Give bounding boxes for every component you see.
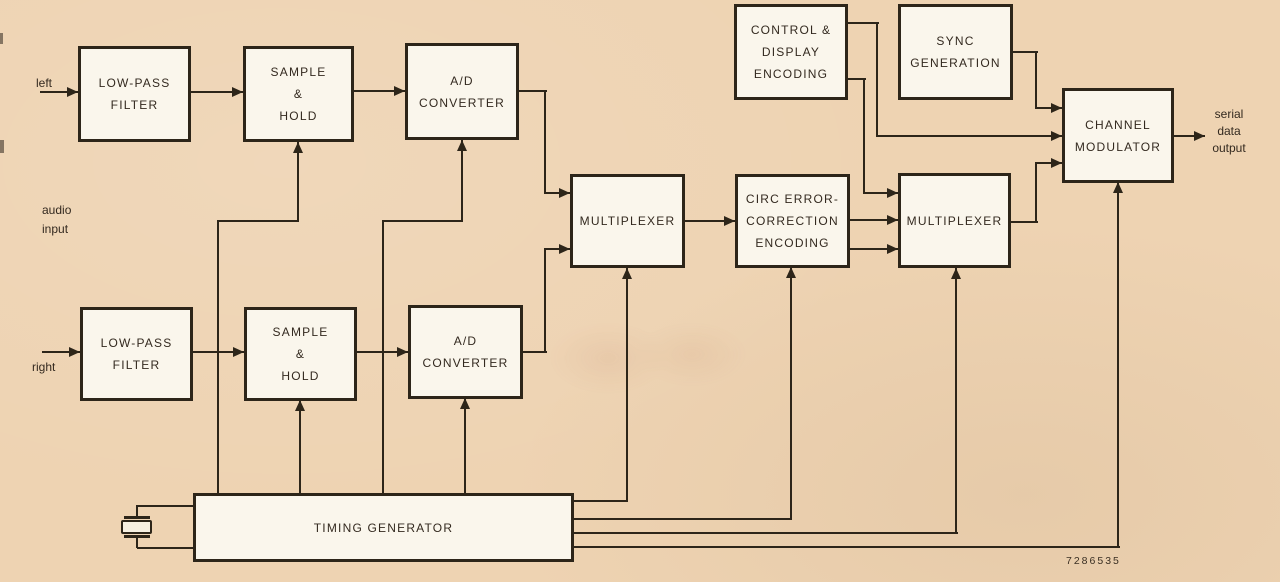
wire-timing-to-sh-bottom (299, 400, 301, 493)
wire-crystal-bottom (137, 547, 193, 549)
label-right-channel: right (32, 360, 56, 374)
block-sample-and-hold-bottom: SAMPLE & HOLD (244, 307, 357, 401)
arrow-into-adc-bottom-clock (460, 398, 470, 409)
wire-adc-bottom-out (522, 351, 547, 353)
block-low-pass-filter-top: LOW-PASS FILTER (78, 46, 191, 142)
wire-left-input (40, 91, 78, 93)
wire-adc-bottom-out (544, 248, 546, 353)
wire-timing-to-mux1 (573, 500, 628, 502)
label-audio-input: audio input (42, 203, 72, 236)
arrow-into-mux1-clock (622, 268, 632, 279)
wire-mux2-to-chmod (1010, 221, 1038, 223)
arrow-into-chmod-clock (1113, 182, 1123, 193)
arrow-into-circ (724, 216, 735, 226)
figure-number: 7286535 (1066, 555, 1121, 567)
wire-timing-to-chmod (1117, 182, 1119, 548)
wire-adc-bottom-to-mux1 (544, 248, 570, 250)
wire-timing-to-adc-top (382, 220, 384, 493)
arrow-serial-output (1194, 131, 1205, 141)
block-multiplexer-1: MULTIPLEXER (570, 174, 685, 268)
wire-mux2-to-chmod (1035, 162, 1037, 223)
print-through-artifact (548, 322, 748, 394)
wire-circ-to-mux2-b (849, 248, 898, 250)
wire-cde-to-mux2 (863, 192, 898, 194)
label-serial-data-output: serial data output (1212, 107, 1246, 155)
arrow-into-lpf-top (67, 87, 78, 97)
wire-mux2-to-chmod (1035, 162, 1062, 164)
wire-cde-to-chmod (847, 22, 879, 24)
block-timing-generator: TIMING GENERATOR (193, 493, 574, 562)
arrow-into-circ-clock (786, 267, 796, 278)
wire-sync-to-chmod (1012, 51, 1038, 53)
wire-lpf-top-to-sh-top (190, 91, 243, 93)
crystal-plate-top (124, 516, 150, 519)
arrow-into-sh-top-clock (293, 142, 303, 153)
arrow-into-adc-top-clock (457, 140, 467, 151)
arrow-into-adc-bottom (397, 347, 408, 357)
wire-cde-to-mux2 (847, 78, 866, 80)
block-circ-error-correction-encoding: CIRC ERROR- CORRECTION ENCODING (735, 174, 850, 268)
wire-timing-to-sh-top (217, 220, 219, 493)
arrow-into-mux1-top (559, 188, 570, 198)
wire-cde-to-mux2 (863, 78, 865, 194)
block-control-display-encoding: CONTROL & DISPLAY ENCODING (734, 4, 848, 100)
arrow-into-mux2-top (887, 188, 898, 198)
wire-circ-to-mux2-a (849, 219, 898, 221)
wire-chmod-to-serial-output (1173, 135, 1205, 137)
wire-sync-to-chmod (1035, 107, 1062, 109)
wire-timing-to-sh-top (217, 220, 299, 222)
block-low-pass-filter-bottom: LOW-PASS FILTER (80, 307, 193, 401)
wire-timing-to-mux1 (626, 268, 628, 502)
arrow-into-mux2-a (887, 215, 898, 225)
arrow-into-sh-top (232, 87, 243, 97)
wire-right-input (42, 351, 80, 353)
wire-crystal-stub-bottom (136, 537, 138, 548)
wire-adc-top-out (518, 90, 547, 92)
arrow-into-chmod-lower (1051, 158, 1062, 168)
wire-timing-to-adc-top (382, 220, 463, 222)
wire-timing-to-circ (573, 518, 792, 520)
scan-speck (0, 33, 3, 44)
wire-timing-to-adc-top (461, 140, 463, 222)
wire-mux1-to-circ (684, 220, 735, 222)
wire-adc-top-out (544, 90, 546, 194)
wire-sh-top-to-adc-top (353, 90, 405, 92)
label-left-channel: left (36, 76, 53, 90)
block-channel-modulator: CHANNEL MODULATOR (1062, 88, 1174, 183)
block-sync-generation: SYNC GENERATION (898, 4, 1013, 100)
wire-timing-to-sh-top (297, 142, 299, 222)
wire-cde-to-chmod (876, 22, 878, 137)
wire-timing-to-circ (790, 267, 792, 520)
block-sample-and-hold-top: SAMPLE & HOLD (243, 46, 354, 142)
crystal-plate-bottom (124, 535, 150, 538)
block-multiplexer-2: MULTIPLEXER (898, 173, 1011, 268)
arrow-into-mux2-b (887, 244, 898, 254)
arrow-into-chmod-middle (1051, 131, 1062, 141)
wire-timing-to-chmod (573, 546, 1120, 548)
wire-sync-to-chmod (1035, 51, 1037, 109)
arrow-into-sh-bottom (233, 347, 244, 357)
arrow-into-mux2-clock (951, 268, 961, 279)
wire-timing-to-adc-bottom (464, 398, 466, 493)
wire-timing-to-mux2 (955, 268, 957, 534)
crystal-body (121, 520, 152, 534)
arrow-into-mux1-bottom-input (559, 244, 570, 254)
scan-speck (0, 140, 4, 153)
wire-crystal-top (137, 505, 193, 507)
wire-timing-to-mux2 (573, 532, 958, 534)
arrow-into-sh-bottom-clock (295, 400, 305, 411)
block-ad-converter-top: A/D CONVERTER (405, 43, 519, 140)
arrow-into-chmod-top (1051, 103, 1062, 113)
arrow-into-adc-top (394, 86, 405, 96)
wire-cde-to-chmod (876, 135, 1062, 137)
block-ad-converter-bottom: A/D CONVERTER (408, 305, 523, 399)
arrow-into-lpf-bottom (69, 347, 80, 357)
wire-adc-top-to-mux1 (544, 192, 570, 194)
wire-crystal-stub-top (136, 505, 138, 517)
